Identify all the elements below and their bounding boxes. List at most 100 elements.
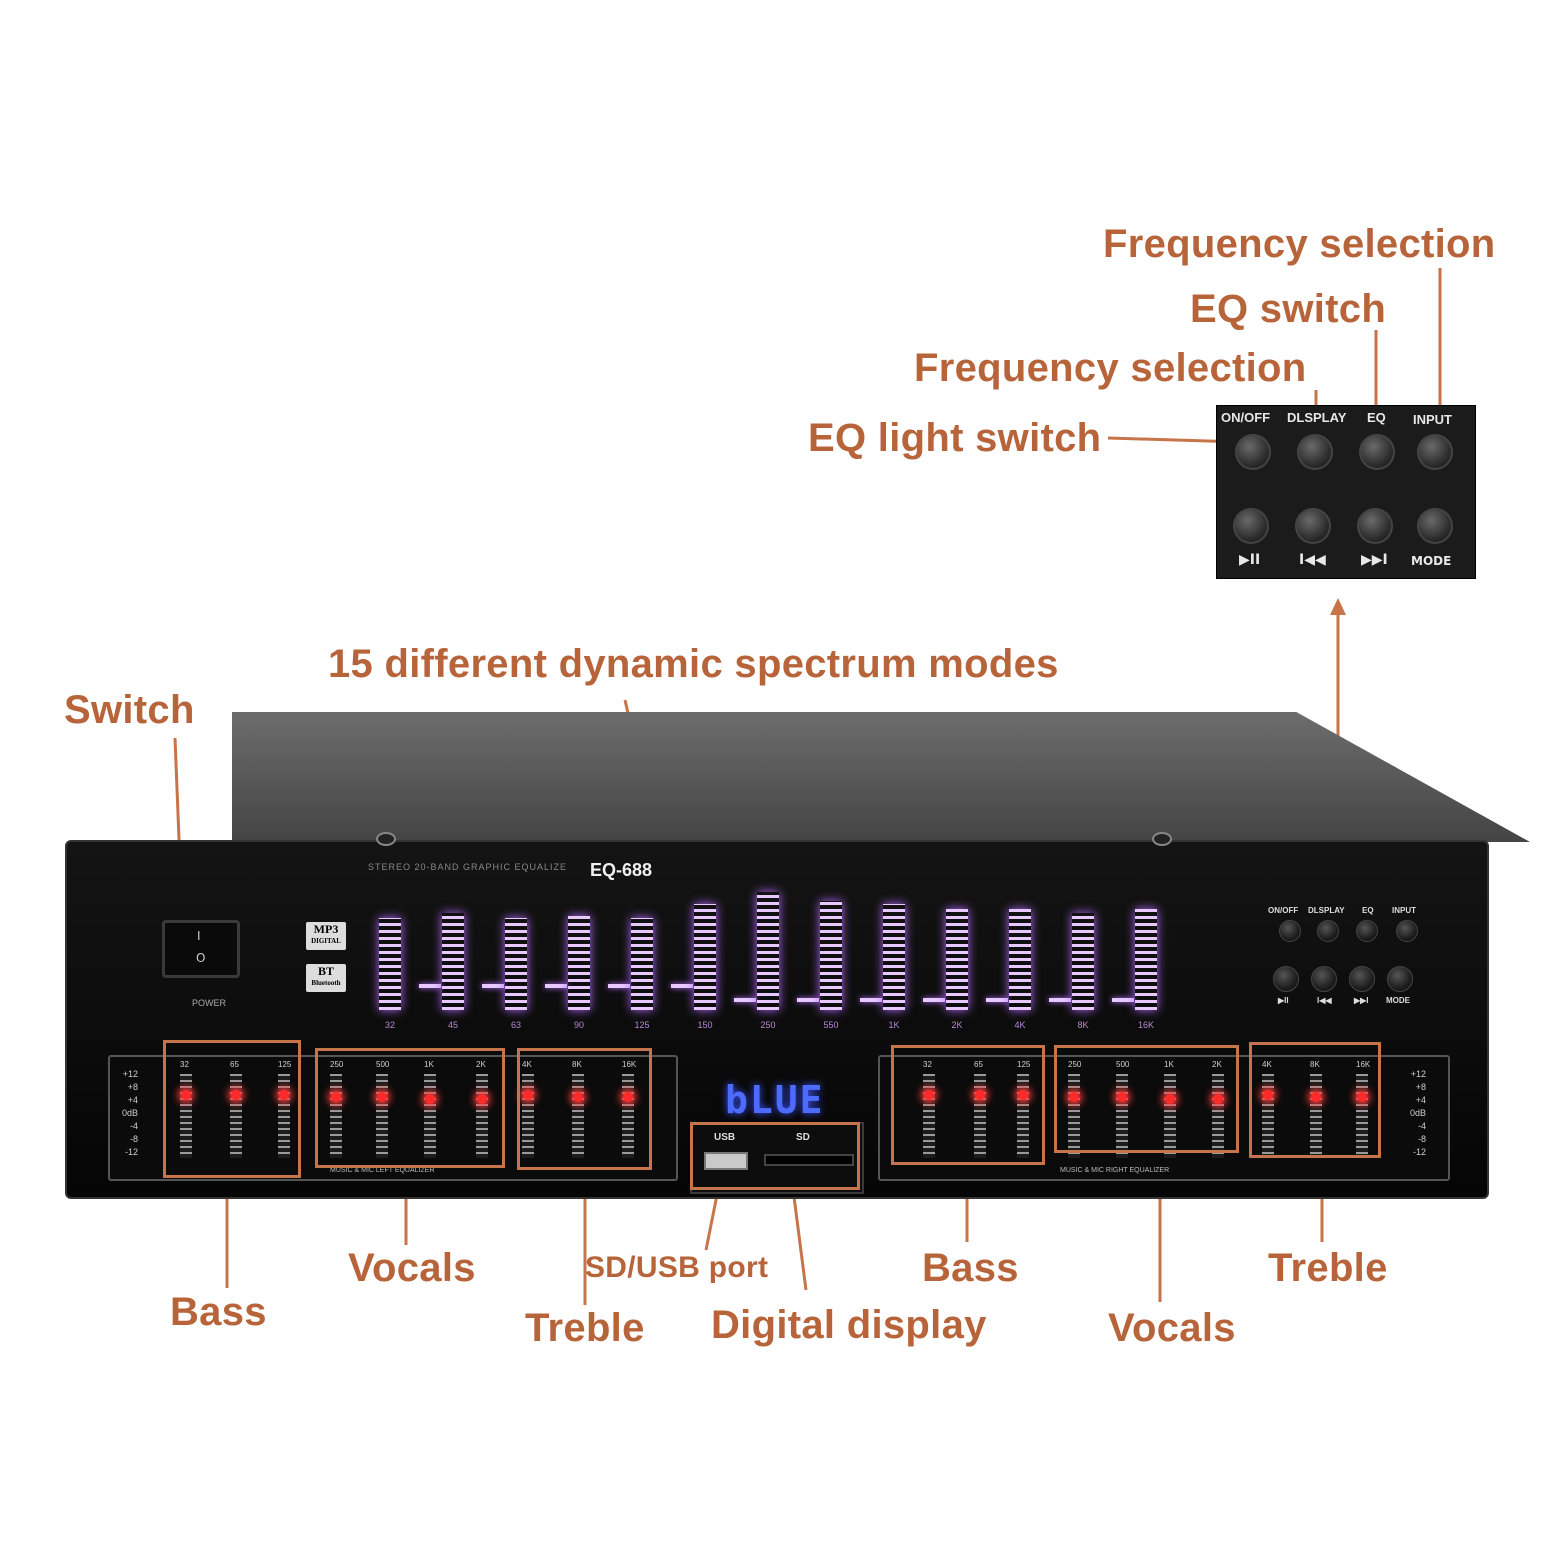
highlight-treble-left bbox=[517, 1048, 652, 1170]
display-button[interactable] bbox=[1297, 434, 1333, 470]
power-label: POWER bbox=[192, 998, 227, 1008]
spectrum-freq-label: 90 bbox=[573, 1020, 584, 1030]
front-eq-button[interactable] bbox=[1356, 920, 1378, 942]
left-band-label: 8K bbox=[572, 1060, 582, 1069]
callout-bass-right: Bass bbox=[922, 1246, 1019, 1290]
callout-treble-right: Treble bbox=[1268, 1246, 1388, 1290]
left-band-label: 32 bbox=[180, 1060, 189, 1069]
callout-sd-usb-port: SD/USB port bbox=[585, 1251, 769, 1284]
spectrum-bar bbox=[694, 904, 716, 1010]
spectrum-freq-label: 550 bbox=[823, 1020, 839, 1030]
previous-button[interactable] bbox=[1295, 508, 1331, 544]
spectrum-freq-label: 32 bbox=[384, 1020, 395, 1030]
highlight-vocals-right bbox=[1054, 1045, 1239, 1153]
right-band-label: 65 bbox=[974, 1060, 983, 1069]
spectrum-dash bbox=[797, 998, 819, 1002]
front-label-eq: EQ bbox=[1362, 906, 1374, 915]
next-button[interactable] bbox=[1357, 508, 1393, 544]
front-label-onoff: ON/OFF bbox=[1268, 906, 1299, 915]
front-next-icon: ▶▶I bbox=[1354, 996, 1369, 1005]
spectrum-bar bbox=[1072, 913, 1094, 1010]
left-band-label: 65 bbox=[230, 1060, 239, 1069]
sd-slot[interactable] bbox=[764, 1154, 854, 1166]
bt-badge-text: BT bbox=[317, 964, 334, 978]
power-switch[interactable]: I O bbox=[162, 920, 240, 978]
front-input-button[interactable] bbox=[1396, 920, 1418, 942]
mode-button[interactable] bbox=[1417, 508, 1453, 544]
spectrum-freq-label: 250 bbox=[760, 1020, 776, 1030]
left-band-label: 2K bbox=[476, 1060, 486, 1069]
right-slider-led bbox=[1165, 1094, 1175, 1104]
left-slider-led bbox=[573, 1092, 583, 1102]
spectrum-bar bbox=[442, 913, 464, 1010]
right-slider-led bbox=[1357, 1092, 1367, 1102]
sd-label: SD bbox=[796, 1132, 810, 1143]
db-scale-tick: -4 bbox=[1417, 1121, 1426, 1131]
play-pause-button[interactable] bbox=[1233, 508, 1269, 544]
front-play-pause-icon: ▶II bbox=[1278, 996, 1289, 1005]
rocker-on-mark: I bbox=[197, 929, 201, 943]
front-onoff-button[interactable] bbox=[1279, 920, 1301, 942]
mp3-badge-sub: DIGITAL bbox=[311, 937, 341, 945]
db-scale-tick: +8 bbox=[1415, 1082, 1426, 1092]
callout-eq-light-switch: EQ light switch bbox=[808, 416, 1102, 460]
usb-port[interactable] bbox=[704, 1152, 748, 1170]
spectrum-freq-label: 8K bbox=[1077, 1020, 1089, 1030]
left-slider-led bbox=[231, 1090, 241, 1100]
front-label-display: DLSPLAY bbox=[1308, 906, 1345, 915]
ctrl-label-input: INPUT bbox=[1413, 412, 1452, 427]
screw bbox=[1152, 832, 1172, 846]
callout-vocals-right: Vocals bbox=[1108, 1306, 1236, 1350]
input-button[interactable] bbox=[1417, 434, 1453, 470]
left-band-label: 4K bbox=[522, 1060, 532, 1069]
model-subtitle: STEREO 20-BAND GRAPHIC EQUALIZE bbox=[368, 862, 568, 872]
right-band-label: 125 bbox=[1017, 1060, 1031, 1069]
right-band-label: 250 bbox=[1068, 1060, 1082, 1069]
usb-label: USB bbox=[714, 1132, 736, 1143]
right-slider-led bbox=[1069, 1092, 1079, 1102]
callout-frequency-selection-top: Frequency selection bbox=[1103, 222, 1496, 266]
highlight-treble-right bbox=[1249, 1042, 1381, 1158]
front-previous-button[interactable] bbox=[1311, 966, 1337, 992]
front-display-button[interactable] bbox=[1317, 920, 1339, 942]
spectrum-freq-label: 2K bbox=[951, 1020, 963, 1030]
callout-treble-left: Treble bbox=[525, 1306, 645, 1350]
spectrum-freq-label: 1K bbox=[888, 1020, 900, 1030]
bt-badge: BT Bluetooth bbox=[306, 964, 346, 992]
ctrl-label-eq: EQ bbox=[1367, 410, 1386, 425]
db-scale-tick: +12 bbox=[1410, 1069, 1426, 1079]
eq-button[interactable] bbox=[1359, 434, 1395, 470]
spectrum-freq-label: 4K bbox=[1014, 1020, 1026, 1030]
device-top-lid bbox=[232, 712, 1530, 842]
left-band-label: 1K bbox=[424, 1060, 434, 1069]
spectrum-bar bbox=[631, 918, 653, 1010]
spectrum-bar bbox=[820, 901, 842, 1010]
left-band-label: 16K bbox=[622, 1060, 637, 1069]
play-pause-icon: ▶II bbox=[1239, 552, 1261, 568]
right-band-label: 2K bbox=[1212, 1060, 1222, 1069]
callout-vocals-left: Vocals bbox=[348, 1246, 476, 1290]
port-panel: USB SD bbox=[690, 1122, 864, 1194]
callout-frequency-selection-mid: Frequency selection bbox=[914, 346, 1307, 390]
right-slider-led bbox=[1263, 1090, 1273, 1100]
highlight-vocals-left bbox=[315, 1048, 505, 1168]
left-slider-led bbox=[477, 1094, 487, 1104]
mode-label: MODE bbox=[1411, 554, 1452, 568]
front-play-pause-button[interactable] bbox=[1273, 966, 1299, 992]
spectrum-bar bbox=[757, 892, 779, 1010]
mp3-badge: MP3 DIGITAL bbox=[306, 922, 346, 950]
spectrum-dash bbox=[419, 984, 441, 988]
front-mode-button[interactable] bbox=[1387, 966, 1413, 992]
spectrum-dash bbox=[482, 984, 504, 988]
front-next-button[interactable] bbox=[1349, 966, 1375, 992]
front-mode-label: MODE bbox=[1386, 996, 1410, 1005]
left-band-label: 500 bbox=[376, 1060, 390, 1069]
spectrum-dash bbox=[860, 998, 882, 1002]
onoff-button[interactable] bbox=[1235, 434, 1271, 470]
callout-spectrum-modes: 15 different dynamic spectrum modes bbox=[328, 642, 1059, 686]
db-scale-tick: -8 bbox=[1417, 1134, 1426, 1144]
right-band-label: 32 bbox=[923, 1060, 932, 1069]
callout-eq-switch: EQ switch bbox=[1190, 287, 1387, 331]
left-band-label: 250 bbox=[330, 1060, 344, 1069]
